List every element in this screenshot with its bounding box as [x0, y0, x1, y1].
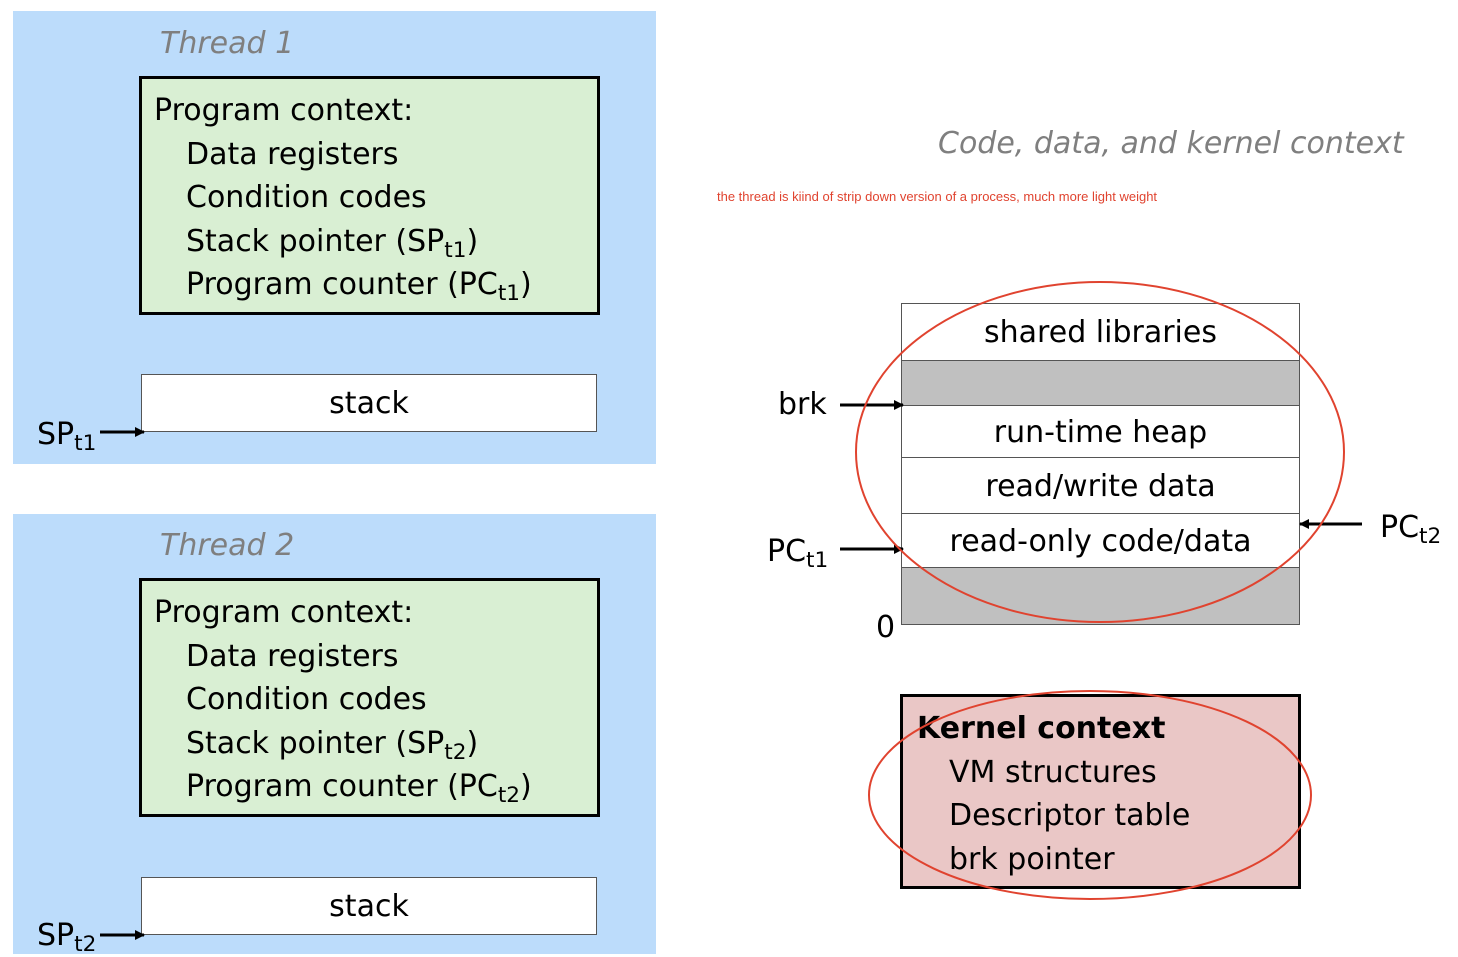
program-context-heading: Program context: [154, 93, 414, 128]
thread-1-program-context: Program context: Data registers Conditio… [139, 76, 600, 315]
unallocated-region-upper [901, 360, 1300, 406]
kernel-context: Kernel context VM structures Descriptor … [900, 694, 1301, 889]
read-write-data-region: read/write data [901, 457, 1300, 514]
stack-label: stack [329, 386, 409, 421]
vm-structures: VM structures [949, 754, 1157, 790]
kernel-context-heading: Kernel context [917, 711, 1166, 746]
runtime-heap-label: run-time heap [993, 415, 1208, 450]
thread-1-stack: stack [141, 374, 597, 432]
stack-pointer: Stack pointer (SPt2) [186, 725, 479, 765]
program-context-heading: Program context: [154, 595, 414, 630]
read-only-code-region: read-only code/data [901, 513, 1300, 568]
descriptor-table: Descriptor table [949, 798, 1191, 833]
thread-1-sp-label: SPt1 [37, 417, 97, 457]
annotation-note: the thread is kiind of strip down versio… [717, 189, 1158, 204]
thread-1-title: Thread 1 [160, 26, 295, 61]
brk-pointer: brk pointer [949, 841, 1115, 877]
pc-t1-label: PCt1 [767, 534, 829, 574]
program-counter: Program counter (PCt1) [186, 267, 532, 307]
brk-label: brk [778, 387, 827, 422]
data-registers: Data registers [186, 136, 399, 172]
thread-2-program-context: Program context: Data registers Conditio… [139, 578, 600, 817]
data-registers: Data registers [186, 638, 399, 674]
shared-context-title: Code, data, and kernel context [938, 126, 1404, 161]
read-write-data-label: read/write data [985, 469, 1216, 504]
annotation-ellipse-kernel [868, 690, 1312, 900]
condition-codes: Condition codes [186, 180, 427, 215]
program-counter: Program counter (PCt2) [186, 769, 532, 809]
thread-2-stack: stack [141, 877, 597, 935]
shared-libraries-label: shared libraries [984, 315, 1217, 350]
stack-label: stack [329, 889, 409, 924]
annotation-ellipse-memory [855, 281, 1345, 623]
pc-t2-label: PCt2 [1380, 510, 1442, 550]
unallocated-region-lower [901, 567, 1300, 625]
thread-2-title: Thread 2 [160, 528, 295, 563]
read-only-code-label: read-only code/data [949, 524, 1252, 559]
shared-libraries-region: shared libraries [901, 303, 1300, 361]
condition-codes: Condition codes [186, 682, 427, 717]
zero-address-label: 0 [876, 610, 896, 645]
stack-pointer: Stack pointer (SPt1) [186, 223, 479, 263]
